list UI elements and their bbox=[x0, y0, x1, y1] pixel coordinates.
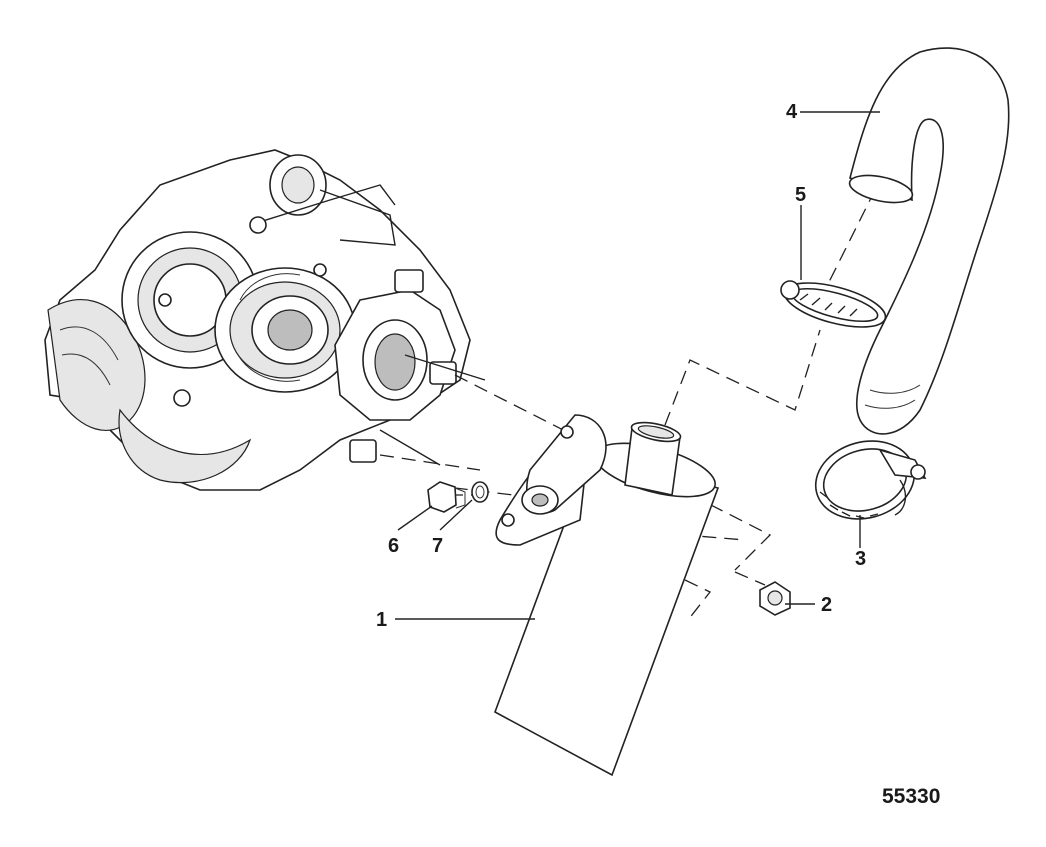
figure-number: 55330 bbox=[882, 785, 940, 808]
callout-7: 7 bbox=[432, 535, 443, 557]
callout-1: 1 bbox=[376, 609, 387, 631]
turbocharger-assembly bbox=[44, 149, 486, 491]
part-2-nut bbox=[759, 581, 791, 616]
callout-6: 6 bbox=[388, 535, 399, 557]
callout-2: 2 bbox=[821, 594, 832, 616]
callout-3: 3 bbox=[855, 548, 866, 570]
leader-lines bbox=[395, 111, 880, 620]
part-1-exhaust-pipe bbox=[494, 414, 720, 777]
part-6-plug bbox=[427, 481, 466, 513]
part-3-hose-clamp bbox=[814, 440, 927, 520]
callout-labels: 1 2 3 4 5 6 7 bbox=[376, 101, 866, 631]
part-7-o-ring bbox=[471, 481, 489, 503]
callout-5: 5 bbox=[795, 184, 806, 206]
part-4-hose bbox=[848, 47, 1010, 435]
part-5-hose-clamp bbox=[780, 280, 887, 328]
callout-4: 4 bbox=[786, 101, 798, 123]
